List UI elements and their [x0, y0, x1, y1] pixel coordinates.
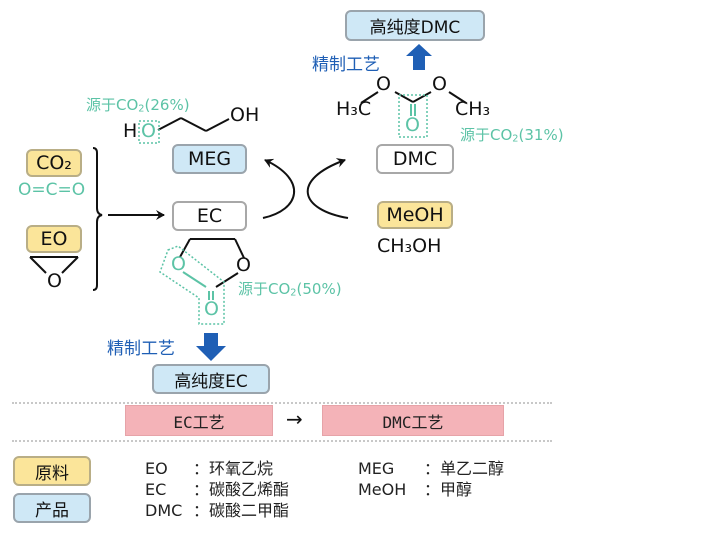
high-purity-dmc-box: 高纯度DMC — [345, 10, 485, 41]
high-purity-dmc-label: 高纯度DMC — [369, 18, 461, 38]
legend-abbr-meoh: MeOH：甲醇 — [358, 480, 473, 499]
ec-o-left: O — [171, 253, 186, 275]
dmc-o-left: O — [376, 73, 391, 95]
raw-materials-bracket — [92, 147, 103, 291]
ec-box: EC — [172, 201, 247, 231]
process-step-ec: EC工艺 — [125, 405, 273, 436]
legend-key-product-label: 产品 — [35, 500, 69, 521]
dmc-carbonyl-o: O — [405, 114, 420, 136]
eo-label: EO — [40, 228, 68, 250]
dmc-ch3: CH₃ — [455, 98, 491, 120]
legend-key-raw-label: 原料 — [35, 463, 69, 484]
ec-ring-bonds — [179, 238, 245, 288]
legend-abbr-eo: EO：环氧乙烷 — [145, 459, 274, 478]
meoh-formula: CH₃OH — [377, 235, 442, 257]
bottom-refine-process-label: 精制工艺 — [107, 339, 175, 359]
high-purity-ec-box: 高纯度EC — [152, 364, 270, 394]
legend-abbr-dmc: DMC：碳酸二甲酯 — [145, 501, 290, 520]
dmc-h3c: H₃C — [336, 98, 372, 120]
meg-o: O — [141, 120, 156, 142]
meg-co2-highlight-box — [138, 120, 160, 144]
meg-co2-source-label: 源于CO2(26%) — [86, 96, 190, 115]
meg-box: MEG — [172, 144, 247, 174]
co2-box: CO₂ — [26, 149, 82, 177]
ec-label: EC — [196, 205, 223, 227]
ec-co2-highlight-box — [159, 245, 225, 325]
co2-formula: O=C=O — [18, 180, 86, 200]
refine-arrow-down-icon — [196, 333, 226, 361]
process-step-dmc: DMC工艺 — [322, 405, 504, 436]
process-band-top-divider — [12, 402, 552, 404]
legend-abbr-ec: EC：碳酸乙烯酯 — [145, 480, 290, 499]
dmc-carbonyl-bond — [410, 104, 416, 116]
dmc-co2-highlight-box — [398, 94, 428, 138]
meoh-label: MeOH — [386, 204, 444, 226]
ec-carbonyl-o: O — [204, 298, 219, 320]
dmc-box: DMC — [376, 144, 454, 174]
high-purity-ec-label: 高纯度EC — [174, 371, 248, 392]
dmc-o-right: O — [432, 73, 447, 95]
process-band-bottom-divider — [12, 440, 552, 442]
dmc-label: DMC — [392, 148, 438, 170]
co2-label: CO₂ — [36, 152, 72, 174]
refine-arrow-up-icon — [406, 44, 432, 70]
meg-oh: OH — [230, 104, 260, 126]
ec-co2-source-label: 源于CO2(50%) — [238, 280, 342, 299]
top-refine-process-label: 精制工艺 — [312, 55, 380, 75]
eo-box: EO — [26, 225, 82, 253]
dmc-structure-bonds — [360, 91, 467, 104]
dmc-co2-source-label: 源于CO2(31%) — [460, 126, 564, 145]
eo-epoxide-o: O — [47, 270, 62, 292]
meg-h: H — [123, 120, 138, 142]
legend-key-product: 产品 — [13, 493, 91, 523]
ec-o-right: O — [236, 254, 251, 276]
meoh-box: MeOH — [377, 201, 453, 229]
meg-structure-bonds — [157, 117, 230, 132]
meg-label: MEG — [187, 148, 232, 170]
process-step-dmc-label: DMC工艺 — [382, 412, 444, 432]
legend-abbr-meg: MEG：单乙二醇 — [358, 459, 505, 478]
arrow-ec-to-meg — [262, 158, 296, 219]
arrow-meoh-to-dmc — [306, 158, 349, 219]
eo-epoxide-structure — [29, 256, 79, 274]
legend-key-raw: 原料 — [13, 456, 91, 486]
ec-co2-bonds — [182, 271, 214, 300]
process-flow-arrow-icon: → — [286, 407, 303, 431]
process-step-ec-label: EC工艺 — [173, 412, 225, 432]
